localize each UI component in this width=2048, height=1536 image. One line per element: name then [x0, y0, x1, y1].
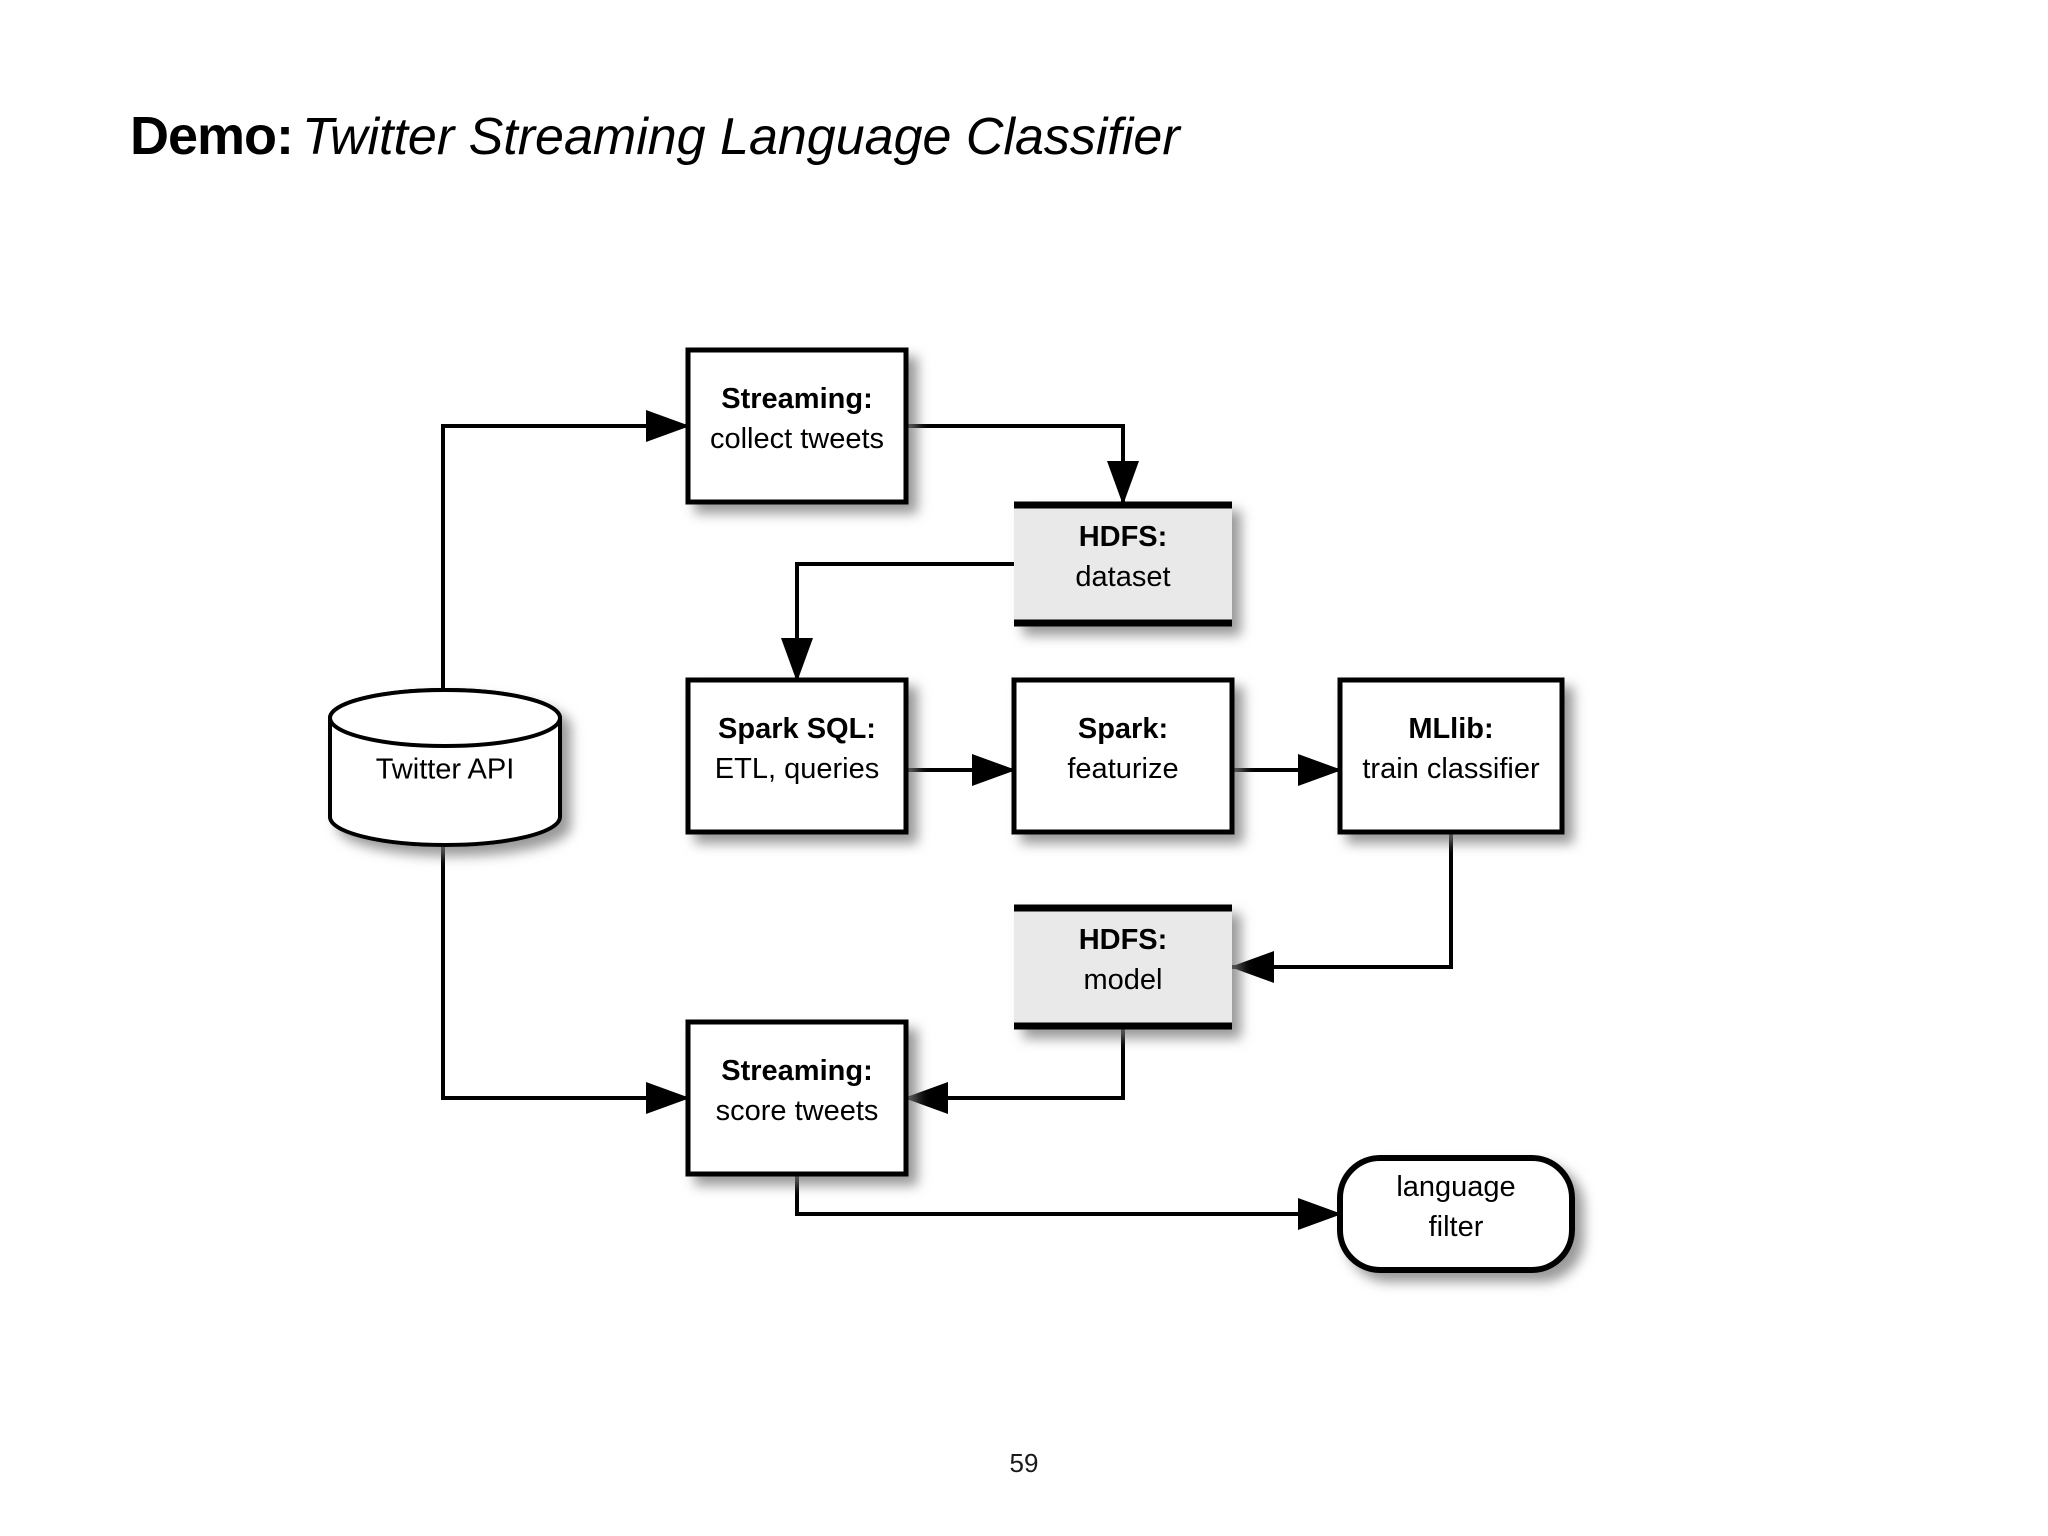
node-shape-streaming-collect [685, 347, 909, 505]
edge-score-to-language-filter [795, 1174, 1342, 1230]
node-shape-mllib-train [1337, 677, 1565, 835]
edge-hdfs-dataset-to-spark-sql [781, 562, 1014, 682]
node-streaming-score[interactable]: Streaming:score tweets [685, 1019, 909, 1177]
node-hdfs-model[interactable]: HDFS:model [1014, 904, 1232, 1030]
edge-twitter-to-collect [441, 410, 690, 690]
node-shape-hdfs-model [1014, 904, 1232, 1030]
node-shape-spark-featurize [1011, 677, 1235, 835]
node-shape-twitter-api [328, 688, 562, 847]
node-label-hdfs-model: HDFS:model [1079, 924, 1168, 996]
page-title: Demo:Twitter Streaming Language Classifi… [130, 106, 1180, 167]
node-spark-featurize[interactable]: Spark:featurize [1011, 677, 1235, 835]
node-spark-sql[interactable]: Spark SQL:ETL, queries [685, 677, 909, 835]
node-label-spark-sql: Spark SQL:ETL, queries [715, 713, 879, 785]
page-number: 59 [1009, 1448, 1039, 1478]
node-layer: Twitter API Streaming:collect tweetsHDFS:… [328, 347, 1575, 1273]
edge-mllib-to-hdfs-model [1230, 832, 1453, 983]
node-mllib-train[interactable]: MLlib:train classifier [1337, 677, 1565, 835]
node-label-hdfs-dataset: HDFS:dataset [1075, 521, 1170, 593]
edge-twitter-to-score [441, 845, 690, 1114]
node-streaming-collect[interactable]: Streaming:collect tweets [685, 347, 909, 505]
node-label-streaming-score: Streaming:score tweets [716, 1055, 879, 1127]
node-shape-streaming-score [685, 1019, 909, 1177]
node-shape-hdfs-dataset [1014, 501, 1232, 627]
edge-layer [441, 410, 1453, 1230]
node-shape-spark-sql [685, 677, 909, 835]
edge-hdfs-model-to-score [904, 1028, 1125, 1114]
node-label-streaming-collect: Streaming:collect tweets [710, 383, 884, 455]
node-twitter-api[interactable]: Twitter API [328, 688, 562, 847]
node-label-spark-featurize: Spark:featurize [1067, 713, 1178, 785]
page-title-lead: Demo: [130, 106, 294, 166]
node-hdfs-dataset[interactable]: HDFS:dataset [1014, 501, 1232, 627]
page-title-rest: Twitter Streaming Language Classifier [302, 108, 1180, 166]
node-label-mllib-train: MLlib:train classifier [1362, 713, 1540, 785]
node-shape-language-filter [1337, 1155, 1575, 1273]
node-label-twitter-api: Twitter API [376, 754, 515, 786]
edge-collect-to-hdfs-dataset [906, 424, 1139, 505]
